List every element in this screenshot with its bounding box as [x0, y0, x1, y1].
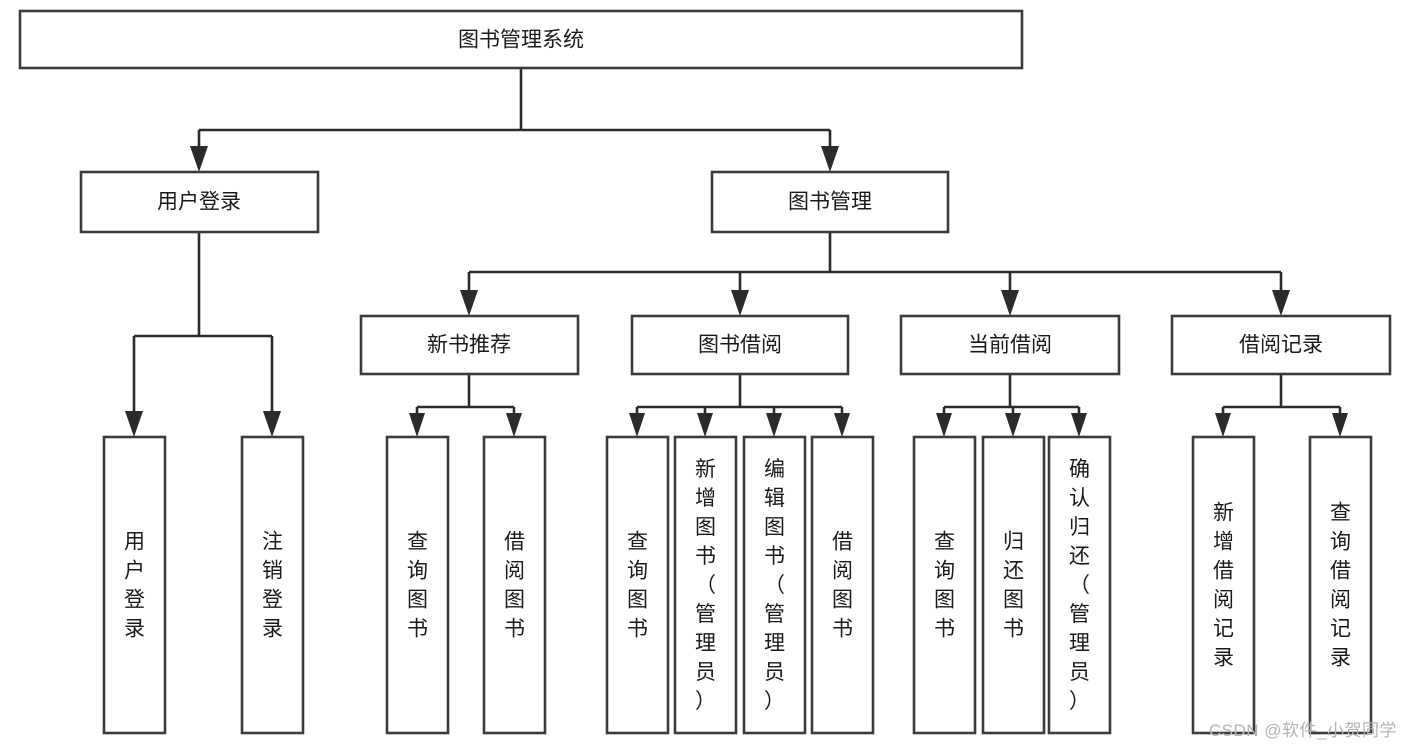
leaf-node-layer: 用户登录 注销登录 查询图书 借阅图书 查询图书 新增图书（管理员） 编辑图书（管理员） 借阅… [102, 435, 1373, 735]
connector-root-to-level1 [197, 68, 832, 152]
node-leaf-logout-box[interactable] [240, 435, 305, 735]
node-leaf-return-book-box[interactable] [981, 435, 1046, 735]
arrow-head-book-borrow [731, 290, 749, 316]
node-user-login[interactable]: 用户登录 [79, 170, 320, 234]
connector-current-to-leaves [942, 374, 1081, 418]
node-root-label: 图书管理系统 [458, 29, 584, 52]
node-leaf-add-record-box[interactable] [1191, 435, 1256, 735]
node-leaf-borrow-book-recommend-label: 借阅图书 [504, 531, 525, 641]
connector-recommend-to-leaves [415, 374, 516, 418]
node-leaf-query-record[interactable]: 查询借阅记录 [1308, 435, 1373, 735]
node-book-borrow-label: 图书借阅 [698, 334, 782, 357]
arrow-head-leaf-add-record [1215, 413, 1231, 437]
node-leaf-query-book-recommend-label: 查询图书 [407, 531, 428, 641]
node-current-borrow-label: 当前借阅 [968, 334, 1052, 357]
connector-layer [125, 68, 1348, 437]
arrow-head-leaf-user-login [125, 411, 143, 437]
node-root-box[interactable] [18, 9, 1024, 70]
node-book-management[interactable]: 图书管理 [710, 170, 950, 234]
node-leaf-confirm-return-label: 确认归还（管理员） [1069, 458, 1090, 713]
csdn-watermark: CSDN @软件_小贺同学 [1208, 721, 1397, 740]
arrow-head-current-borrow [1001, 290, 1019, 316]
node-borrow-record-box[interactable] [1170, 314, 1392, 376]
arrow-head-leaf-add-book [697, 413, 713, 437]
node-leaf-query-book-label: 查询图书 [627, 531, 648, 641]
node-leaf-return-book-label: 归还图书 [1003, 531, 1024, 641]
node-leaf-add-record-label: 新增借阅记录 [1213, 502, 1234, 670]
arrow-head-leaf-query-record [1332, 413, 1348, 437]
node-leaf-borrow-book-label: 借阅图书 [832, 531, 853, 641]
node-leaf-edit-book-box[interactable] [742, 435, 807, 735]
arrow-head-leaf-return-book [1005, 413, 1021, 437]
node-leaf-user-login-box[interactable] [102, 435, 167, 735]
node-leaf-borrow-book[interactable]: 借阅图书 [810, 435, 875, 735]
node-leaf-user-login-label: 用户登录 [124, 531, 145, 641]
node-leaf-return-book[interactable]: 归还图书 [981, 435, 1046, 735]
node-borrow-record-label: 借阅记录 [1239, 334, 1323, 357]
node-root[interactable]: 图书管理系统 [18, 9, 1024, 70]
connector-record-to-leaves [1221, 374, 1342, 418]
arrow-head-leaf-query-book-current [936, 413, 952, 437]
arrow-head-leaf-logout [263, 411, 281, 437]
arrow-head-leaf-edit-book [766, 413, 782, 437]
node-book-management-label: 图书管理 [788, 191, 872, 214]
node-book-management-box[interactable] [710, 170, 950, 234]
node-leaf-query-book-current-box[interactable] [912, 435, 977, 735]
node-borrow-record[interactable]: 借阅记录 [1170, 314, 1392, 376]
node-leaf-query-book-current-label: 查询图书 [934, 531, 955, 641]
arrow-head-user-login [190, 146, 208, 172]
node-new-book-recommend-box[interactable] [359, 314, 580, 376]
arrow-head-leaf-confirm-return [1071, 413, 1087, 437]
node-book-borrow[interactable]: 图书借阅 [630, 314, 850, 376]
arrow-head-borrow-record [1272, 290, 1290, 316]
node-leaf-user-login[interactable]: 用户登录 [102, 435, 167, 735]
arrow-head-leaf-query-book [629, 413, 645, 437]
node-leaf-borrow-book-recommend-box[interactable] [482, 435, 547, 735]
node-leaf-logout-label: 注销登录 [262, 531, 283, 641]
arrow-head-leaf-borrow-book [834, 413, 850, 437]
node-leaf-query-record-label: 查询借阅记录 [1330, 502, 1351, 670]
node-leaf-confirm-return-box[interactable] [1047, 435, 1112, 735]
arrow-head-leaf-query-book-recommend [409, 413, 425, 437]
arrow-head-leaf-borrow-book-recommend [506, 413, 522, 437]
node-leaf-query-book-current[interactable]: 查询图书 [912, 435, 977, 735]
node-leaf-edit-book-label: 编辑图书（管理员） [764, 458, 785, 713]
node-leaf-logout[interactable]: 注销登录 [240, 435, 305, 735]
node-leaf-add-book[interactable]: 新增图书（管理员） [673, 435, 738, 735]
node-leaf-add-book-label: 新增图书（管理员） [695, 458, 716, 713]
node-leaf-confirm-return[interactable]: 确认归还（管理员） [1047, 435, 1112, 735]
connector-bookmgmt-to-level2 [467, 232, 1283, 296]
node-leaf-query-book-recommend-box[interactable] [385, 435, 450, 735]
node-leaf-borrow-book-recommend[interactable]: 借阅图书 [482, 435, 547, 735]
node-new-book-recommend[interactable]: 新书推荐 [359, 314, 580, 376]
node-user-login-label: 用户登录 [157, 191, 241, 214]
node-leaf-edit-book[interactable]: 编辑图书（管理员） [742, 435, 807, 735]
node-current-borrow-box[interactable] [899, 314, 1121, 376]
connector-borrow-to-leaves [635, 374, 844, 418]
node-leaf-query-record-box[interactable] [1308, 435, 1373, 735]
node-user-login-box[interactable] [79, 170, 320, 234]
node-current-borrow[interactable]: 当前借阅 [899, 314, 1121, 376]
node-leaf-add-book-box[interactable] [673, 435, 738, 735]
node-book-borrow-box[interactable] [630, 314, 850, 376]
arrow-head-book-management [821, 146, 839, 172]
node-leaf-query-book-recommend[interactable]: 查询图书 [385, 435, 450, 735]
arrow-head-new-book-recommend [460, 290, 478, 316]
connector-userlogin-to-leaves [132, 232, 274, 418]
node-new-book-recommend-label: 新书推荐 [427, 334, 511, 357]
node-leaf-query-book-box[interactable] [605, 435, 670, 735]
node-leaf-query-book[interactable]: 查询图书 [605, 435, 670, 735]
node-leaf-add-record[interactable]: 新增借阅记录 [1191, 435, 1256, 735]
node-leaf-borrow-book-box[interactable] [810, 435, 875, 735]
